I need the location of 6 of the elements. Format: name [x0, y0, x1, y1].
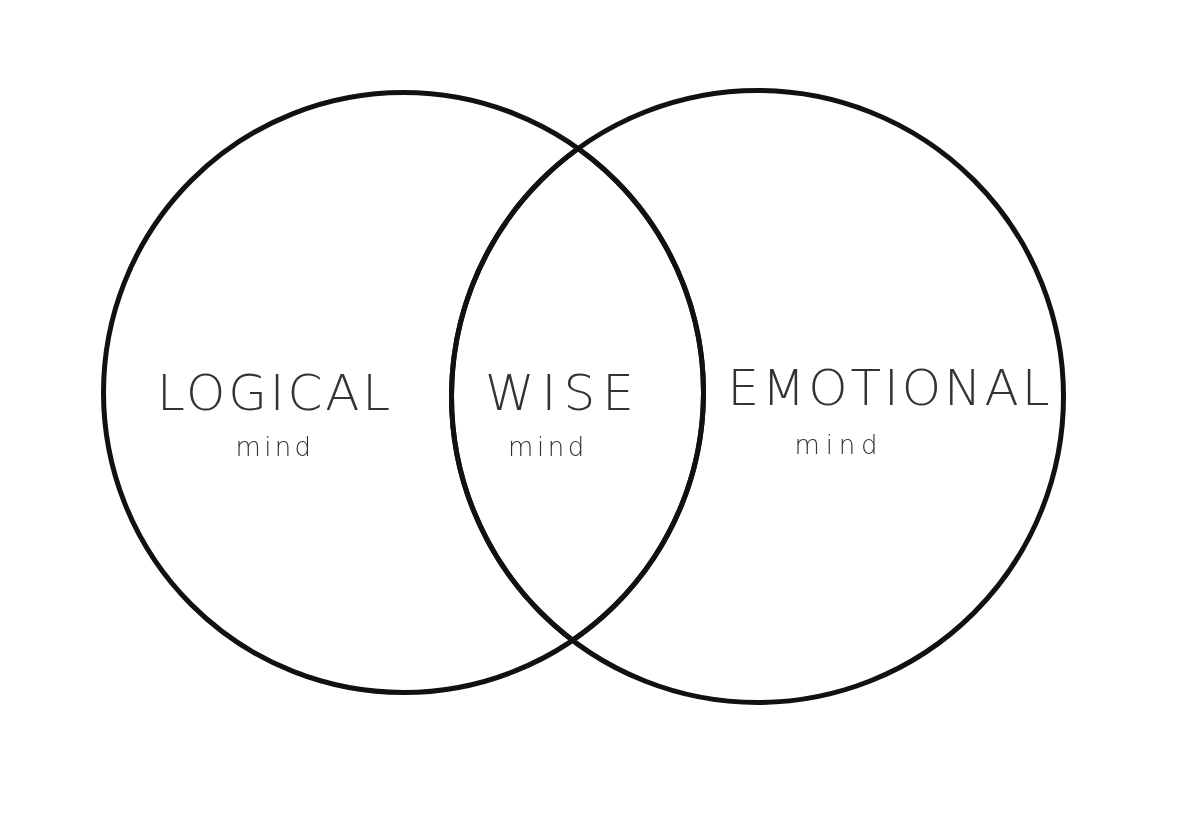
overlap-label: WISE — [485, 368, 641, 418]
circle-sublabel: mind — [794, 432, 884, 458]
circle-sublabel: mind — [235, 434, 315, 460]
circle-label: EMOTIONAL — [727, 363, 1053, 413]
circle-label: LOGICAL — [157, 368, 393, 418]
overlap-sublabel: mind — [508, 434, 588, 460]
